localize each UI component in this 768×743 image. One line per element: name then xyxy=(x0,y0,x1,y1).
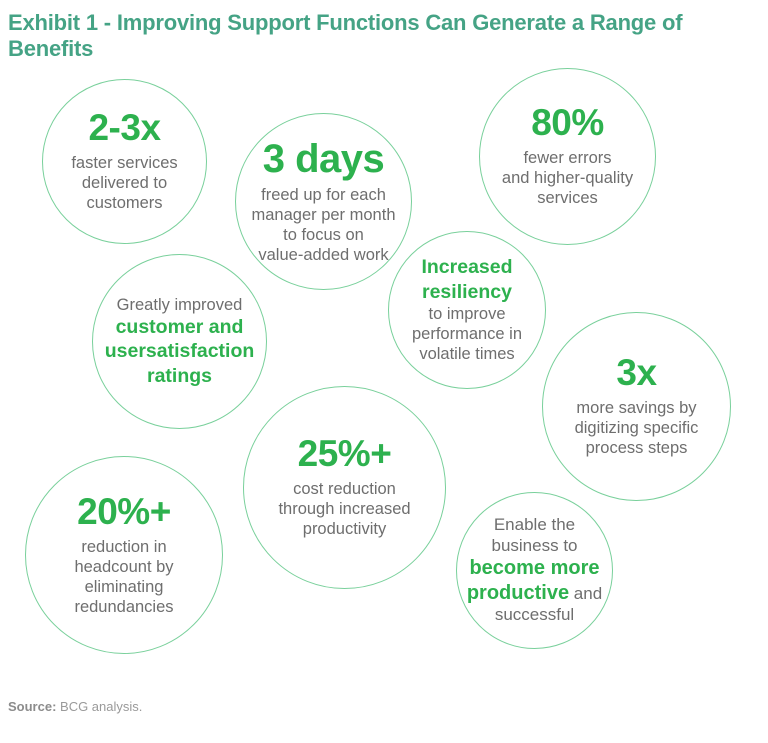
bubble-stat: 20%+ xyxy=(77,490,171,532)
source-note: Source: BCG analysis. xyxy=(8,699,142,714)
bubble-description: freed up for each manager per month to f… xyxy=(251,185,396,265)
benefit-bubble-cost-reduction: 25%+ cost reduction through increased pr… xyxy=(243,386,446,589)
bubble-mixed-text: Enable the business to become more produ… xyxy=(467,515,602,626)
bubble-description: more savings by digitizing specific proc… xyxy=(574,399,699,458)
benefit-bubble-days-freed: 3 days freed up for each manager per mon… xyxy=(235,113,412,290)
bubble-lead-text: Greatly improved xyxy=(116,295,243,314)
benefit-bubble-more-productive: Enable the business to become more produ… xyxy=(456,492,613,649)
bubble-stat: 3x xyxy=(616,352,657,394)
bubble-description: fewer errors and higher-quality services xyxy=(501,149,634,208)
bubble-description: faster services delivered to customers xyxy=(71,154,178,213)
bubble-stat: 2-3x xyxy=(88,107,161,149)
bubble-highlight-text: become more productive xyxy=(466,557,600,604)
benefit-bubble-satisfaction-ratings: Greatly improved customer and usersatisf… xyxy=(92,254,267,429)
benefit-bubble-increased-resiliency: Increased resiliency to improve performa… xyxy=(388,231,546,389)
exhibit-title: Exhibit 1 - Improving Support Functions … xyxy=(8,10,683,61)
source-text: BCG analysis. xyxy=(56,699,143,714)
bubble-description: to improve performance in volatile times xyxy=(411,305,523,364)
benefit-bubble-fewer-errors: 80% fewer errors and higher-quality serv… xyxy=(479,68,656,245)
bubble-description: cost reduction through increased product… xyxy=(278,480,411,539)
benefit-bubble-headcount-reduction: 20%+ reduction in headcount by eliminati… xyxy=(25,456,223,654)
benefit-bubble-faster-services: 2-3x faster services delivered to custom… xyxy=(42,79,207,244)
bubble-stat: 80% xyxy=(531,102,604,144)
bubble-text-pre: Enable the business to xyxy=(491,515,578,555)
bubble-text-post: and successful xyxy=(494,583,603,625)
bubble-highlight-text: customer and usersatisfaction ratings xyxy=(104,316,255,387)
bubble-highlight-text: Increased resiliency xyxy=(421,256,513,303)
bubble-stat: 25%+ xyxy=(297,433,392,475)
bubble-description: reduction in headcount by eliminating re… xyxy=(74,537,174,617)
bubble-stat: 3 days xyxy=(262,136,385,181)
benefit-bubble-more-savings: 3x more savings by digitizing specific p… xyxy=(542,312,731,501)
source-label: Source: xyxy=(8,699,57,714)
